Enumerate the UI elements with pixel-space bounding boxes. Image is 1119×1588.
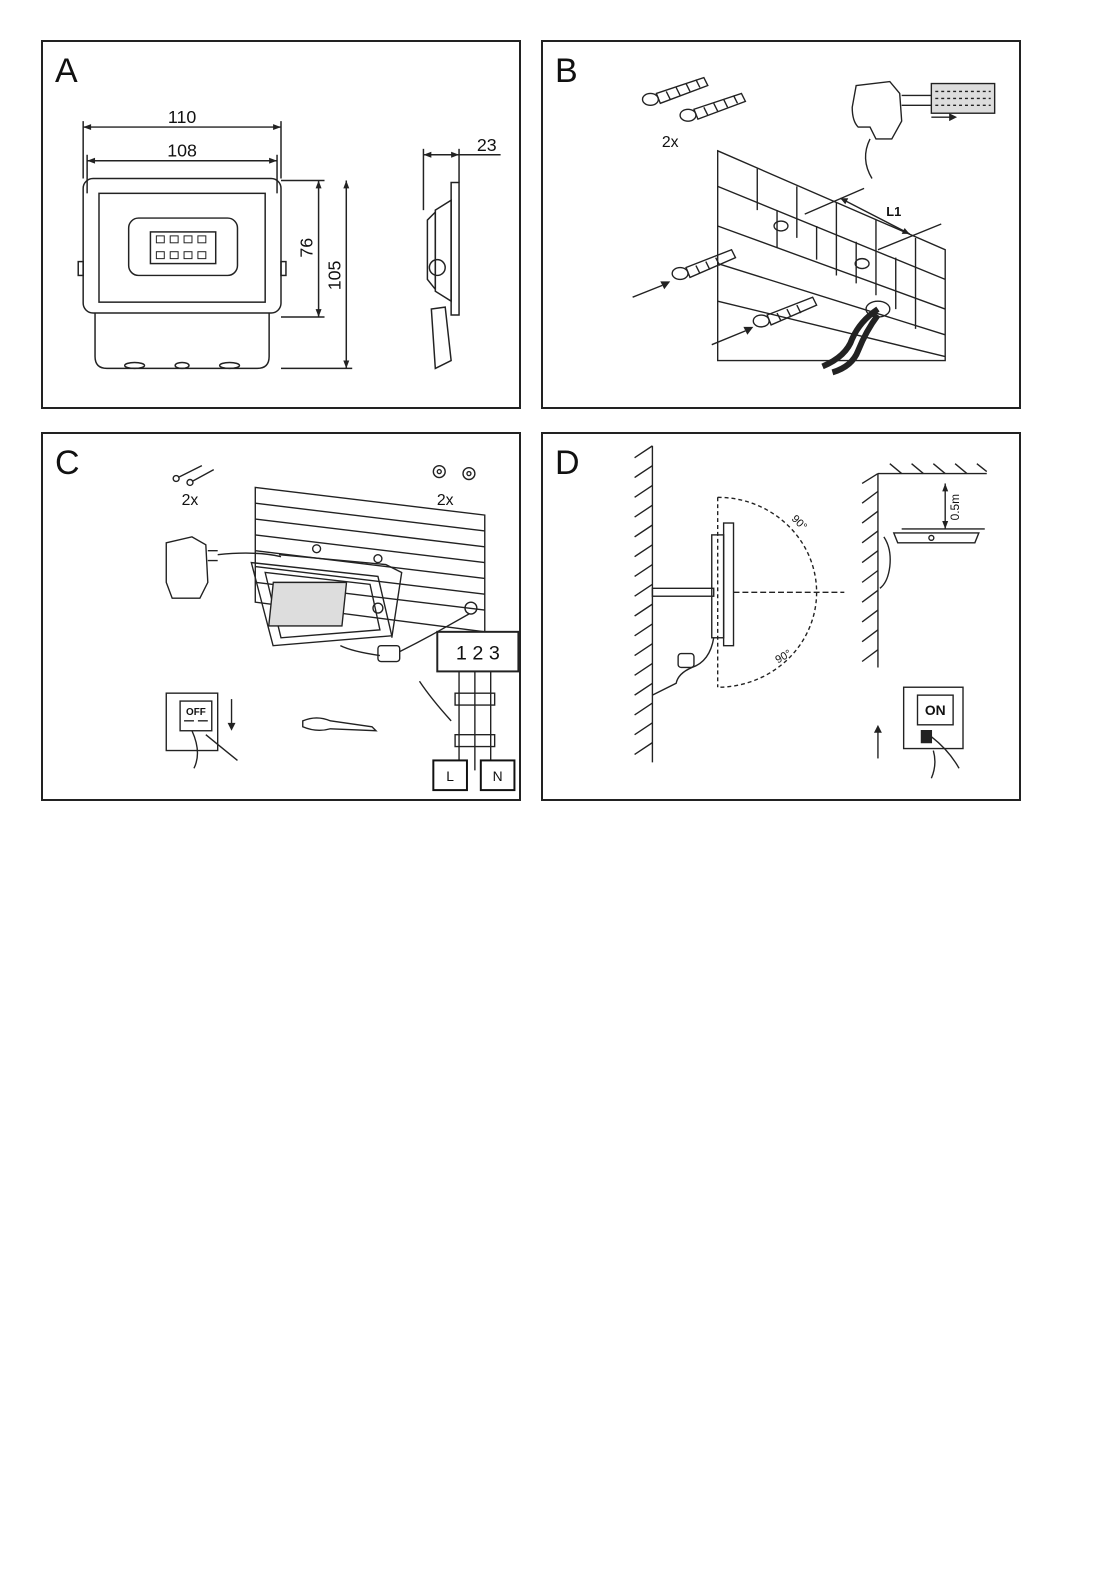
neutral-label: N bbox=[493, 768, 503, 784]
wall-plug-icon bbox=[643, 78, 746, 122]
dim-outer-width: 110 bbox=[168, 107, 196, 127]
panel-c: C bbox=[41, 432, 521, 801]
panel-a: A bbox=[41, 40, 521, 409]
screw-icon bbox=[173, 466, 214, 486]
dim-inner-height: 76 bbox=[297, 238, 317, 258]
anchor-count-label: 2x bbox=[662, 134, 679, 151]
screw-count-label: 2x bbox=[182, 492, 199, 509]
wiring-diagram: 2x 2x 1 2 3 OFF L N bbox=[43, 434, 519, 799]
dim-inner-width: 108 bbox=[167, 141, 197, 161]
washer-count-label: 2x bbox=[437, 492, 454, 509]
adjustment-diagram: 90° 90° 0.5m ON bbox=[543, 434, 1019, 799]
live-label: L bbox=[446, 768, 454, 784]
panel-b: B bbox=[541, 40, 1021, 409]
angle-bottom-label: 90° bbox=[773, 648, 793, 667]
dim-depth: 23 bbox=[477, 135, 497, 155]
switch-on-label: ON bbox=[925, 702, 946, 718]
spacing-label: L1 bbox=[886, 204, 901, 219]
switch-off-label: OFF bbox=[186, 707, 206, 718]
panel-d: D bbox=[541, 432, 1021, 801]
washer-icon bbox=[433, 466, 475, 480]
min-distance-label: 0.5m bbox=[948, 494, 962, 520]
terminal-label: 1 2 3 bbox=[456, 643, 500, 665]
drilling-diagram: 2x L1 bbox=[543, 42, 1019, 407]
dimension-drawing: 110 108 76 105 23 bbox=[43, 42, 519, 407]
dim-outer-height: 105 bbox=[324, 260, 344, 290]
